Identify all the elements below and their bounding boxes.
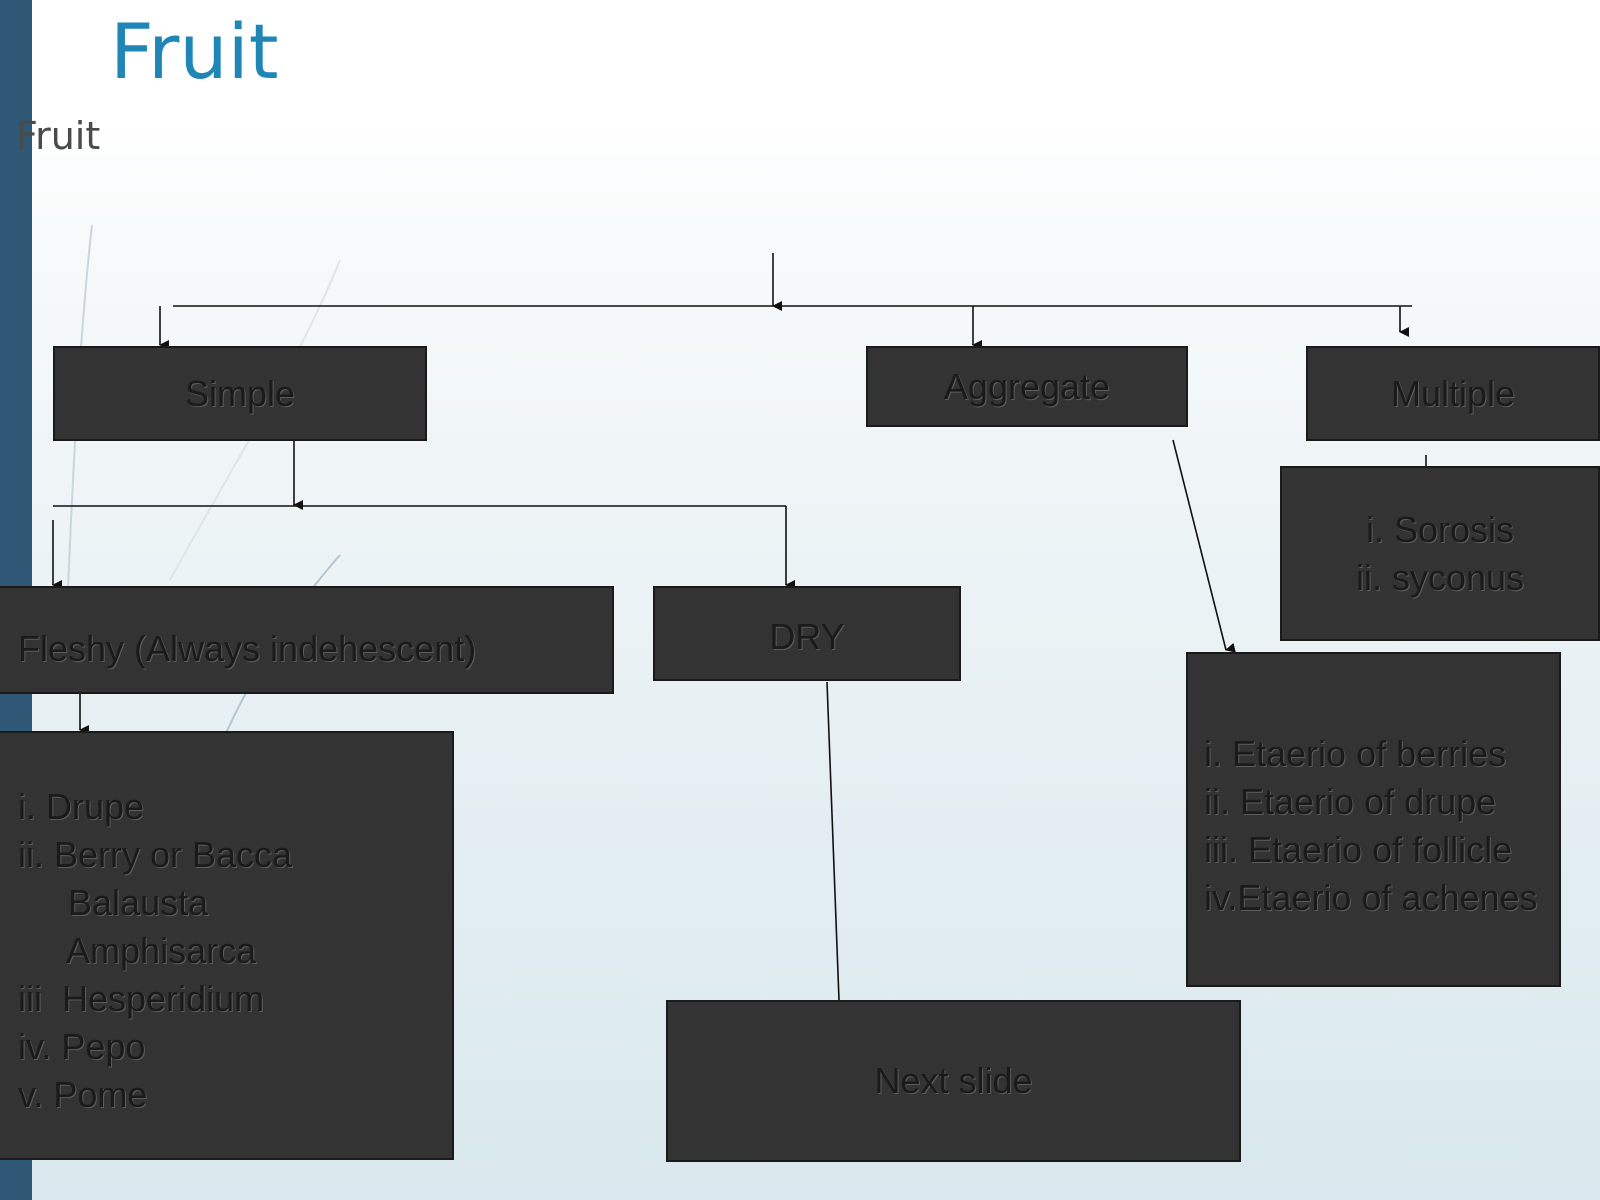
list-item: ii. Berry or Bacca [18, 834, 293, 875]
multiple-types-box: i. Sorosis ii. syconus [1280, 466, 1600, 641]
list-item: Balausta [18, 882, 209, 923]
dry-label: DRY [769, 616, 845, 657]
fleshy-label: Fleshy (Always indehescent) [18, 628, 477, 669]
slide-title: Fruit [110, 7, 279, 96]
list-item: iii Hesperidium [18, 978, 265, 1019]
list-item: iv. Pepo [18, 1026, 146, 1067]
list-item: i. Sorosis [1365, 508, 1515, 550]
aggregate-label: Aggregate [943, 365, 1111, 407]
slide-subtitle: Fruit [16, 114, 101, 158]
aggregate-node: Aggregate [866, 346, 1188, 427]
simple-label: Simple [184, 372, 296, 414]
next-slide-label: Next slide [874, 1060, 1033, 1101]
list-item: Amphisarca [18, 930, 257, 971]
list-item: ii. syconus [1355, 556, 1525, 598]
list-item: i. Drupe [18, 786, 145, 827]
list-item: v. Pome [18, 1074, 148, 1115]
next-slide-node: Next slide [666, 1000, 1241, 1162]
list-item: i. Etaerio of berries [1204, 733, 1507, 774]
fleshy-types-box: i. Drupe ii. Berry or Bacca Balausta Amp… [0, 731, 454, 1160]
simple-node: Simple [53, 346, 427, 441]
dry-node: DRY [653, 586, 961, 681]
multiple-label: Multiple [1390, 372, 1516, 414]
multiple-node: Multiple [1306, 346, 1600, 441]
aggregate-types-box: i. Etaerio of berries ii. Etaerio of dru… [1186, 652, 1561, 987]
list-item: iii. Etaerio of follicle [1204, 829, 1513, 870]
fleshy-node: Fleshy (Always indehescent) [0, 586, 614, 694]
list-item: iv.Etaerio of achenes [1204, 877, 1538, 918]
list-item: ii. Etaerio of drupe [1204, 781, 1497, 822]
